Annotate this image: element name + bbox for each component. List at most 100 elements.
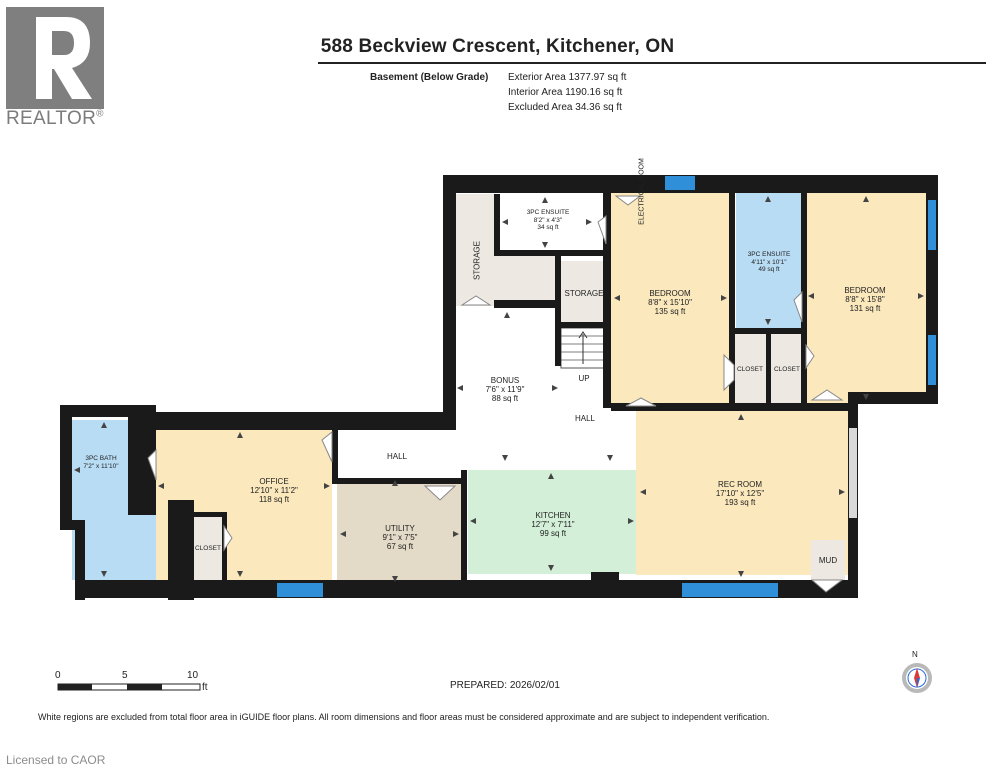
- room-dims: 7'2" x 11'10": [83, 462, 119, 470]
- room-name: BONUS: [490, 376, 520, 385]
- door-rec-side: [849, 428, 857, 518]
- door-mud: [810, 579, 844, 593]
- room-label-kitchen: KITCHEN 12'7" x 7'11" 99 sq ft: [518, 511, 588, 538]
- door-bedroom1: [625, 397, 657, 407]
- room-name: 3PC ENSUITE: [747, 251, 791, 258]
- room-label-bonus: BONUS 7'6" x 11'9" 88 sq ft: [470, 376, 540, 403]
- room-label-mud: MUD: [818, 556, 838, 565]
- room-name: BEDROOM: [649, 289, 691, 298]
- room-name: BEDROOM: [844, 286, 886, 295]
- room-label-closet2: CLOSET: [773, 366, 800, 373]
- room-area: 131 sq ft: [849, 304, 881, 313]
- scale-tick-0: 0: [55, 670, 61, 681]
- room-label-hall-left: HALL: [386, 452, 407, 461]
- door-storage-left: [460, 295, 492, 306]
- room-label-storage-mid: STORAGE: [564, 289, 604, 298]
- room-dims: 9'1" x 7'5": [382, 533, 418, 542]
- scale-unit: ft: [202, 682, 208, 693]
- room-name: UTILITY: [385, 524, 415, 533]
- room-dims: 4'11" x 10'1": [751, 258, 787, 266]
- license-notice: Licensed to CAOR: [6, 753, 106, 767]
- realtor-text: REALTOR: [6, 108, 97, 129]
- room-name: OFFICE: [259, 477, 289, 486]
- room-area: 49 sq ft: [758, 266, 780, 273]
- realtor-r-mark-icon: [6, 7, 104, 109]
- window-office: [277, 583, 323, 597]
- bedroom2-fill: [806, 193, 926, 403]
- room-dims: 12'7" x 7'11": [531, 520, 575, 529]
- room-label-ensuite-top: 3PC ENSUITE 8'2" x 4'3" 34 sq ft: [518, 209, 578, 232]
- closet2-fill: [770, 334, 804, 404]
- room-area: 99 sq ft: [539, 529, 567, 538]
- realtor-logo-text: REALTOR®: [6, 108, 104, 130]
- door-bedroom2: [810, 389, 844, 401]
- room-area: 88 sq ft: [491, 394, 519, 403]
- door-closet-office: [223, 524, 233, 552]
- room-label-up: UP: [578, 374, 590, 383]
- room-dims: 17'10" x 12'5": [715, 489, 765, 498]
- room-area: 118 sq ft: [258, 495, 290, 504]
- scale-tick-10: 10: [187, 670, 199, 681]
- closet-office-fill: [193, 516, 223, 580]
- door-electrical: [614, 195, 642, 206]
- closet1-fill: [734, 334, 766, 404]
- exterior-area: Exterior Area 1377.97 sq ft: [508, 72, 627, 83]
- room-label-bedroom2: BEDROOM 8'8" x 15'8" 131 sq ft: [828, 286, 902, 313]
- room-label-rec: REC ROOM 17'10" x 12'5" 193 sq ft: [700, 480, 780, 507]
- disclaimer-text: White regions are excluded from total fl…: [38, 712, 770, 722]
- storage-mid-fill: [560, 261, 607, 326]
- room-label-storage-left: STORAGE: [472, 241, 482, 280]
- room-label-office: OFFICE 12'10" x 11'2" 118 sq ft: [236, 477, 312, 504]
- room-dims: 8'8" x 15'10": [648, 298, 692, 307]
- compass-north-label: N: [912, 650, 918, 659]
- room-dims: 8'8" x 15'8": [845, 295, 885, 304]
- room-area: 193 sq ft: [724, 498, 756, 507]
- room-label-bedroom1: BEDROOM 8'8" x 15'10" 135 sq ft: [635, 289, 705, 316]
- door-swings: [147, 195, 844, 593]
- utility-fill: [337, 484, 461, 586]
- door-utility: [423, 485, 457, 501]
- door-closet2: [805, 343, 815, 370]
- room-label-closet1: CLOSET: [736, 366, 763, 373]
- room-label-hall-center: HALL: [574, 414, 595, 423]
- storage-left-fill: [456, 194, 494, 306]
- registered-mark: ®: [96, 108, 104, 120]
- dimension-arrows: [74, 196, 924, 582]
- level-name: Basement (Below Grade): [370, 72, 489, 83]
- scale-tick-5: 5: [122, 670, 128, 681]
- interior-area: Interior Area 1190.16 sq ft: [508, 87, 623, 98]
- title-divider: [318, 62, 986, 64]
- room-name: KITCHEN: [535, 511, 571, 520]
- bedroom1-fill: [611, 193, 729, 408]
- realtor-logo: [6, 7, 104, 109]
- ensuite-right-fill: [736, 193, 801, 328]
- room-label-closet-office: CLOSET: [194, 545, 221, 552]
- window-bedroom1: [665, 176, 695, 190]
- room-label-utility: UTILITY 9'1" x 7'5" 67 sq ft: [370, 524, 430, 551]
- room-label-bath: 3PC BATH 7'2" x 11'10": [76, 455, 126, 470]
- room-name: 3PC ENSUITE: [526, 209, 570, 216]
- door-bath: [147, 448, 157, 481]
- windows: [277, 176, 936, 597]
- door-ensuite-top: [597, 215, 607, 245]
- door-hall-office: [321, 430, 333, 463]
- prepared-date: PREPARED: 2026/02/01: [450, 680, 560, 691]
- window-bedroom2-lower: [928, 335, 936, 385]
- door-ensuite-right: [793, 290, 803, 323]
- room-label-electrical: ELECTRICAL ROOM: [638, 158, 646, 225]
- excluded-area: Excluded Area 34.36 sq ft: [508, 102, 622, 113]
- room-name: REC ROOM: [718, 480, 762, 489]
- window-rec: [682, 583, 778, 597]
- room-area: 34 sq ft: [537, 224, 559, 231]
- room-dims: 12'10" x 11'2": [250, 486, 298, 495]
- room-label-ensuite-right: 3PC ENSUITE 4'11" x 10'1" 49 sq ft: [738, 251, 800, 274]
- room-dims: 7'6" x 11'9": [485, 385, 525, 394]
- door-closet1: [723, 353, 735, 392]
- page-title: 588 Beckview Crescent, Kitchener, ON: [320, 36, 675, 57]
- compass-icon: [902, 663, 932, 693]
- kitchen-fill: [468, 470, 636, 574]
- room-dims: 8'2" x 4'3": [533, 216, 563, 224]
- room-area: 67 sq ft: [386, 542, 414, 551]
- window-bedroom2-upper: [928, 200, 936, 250]
